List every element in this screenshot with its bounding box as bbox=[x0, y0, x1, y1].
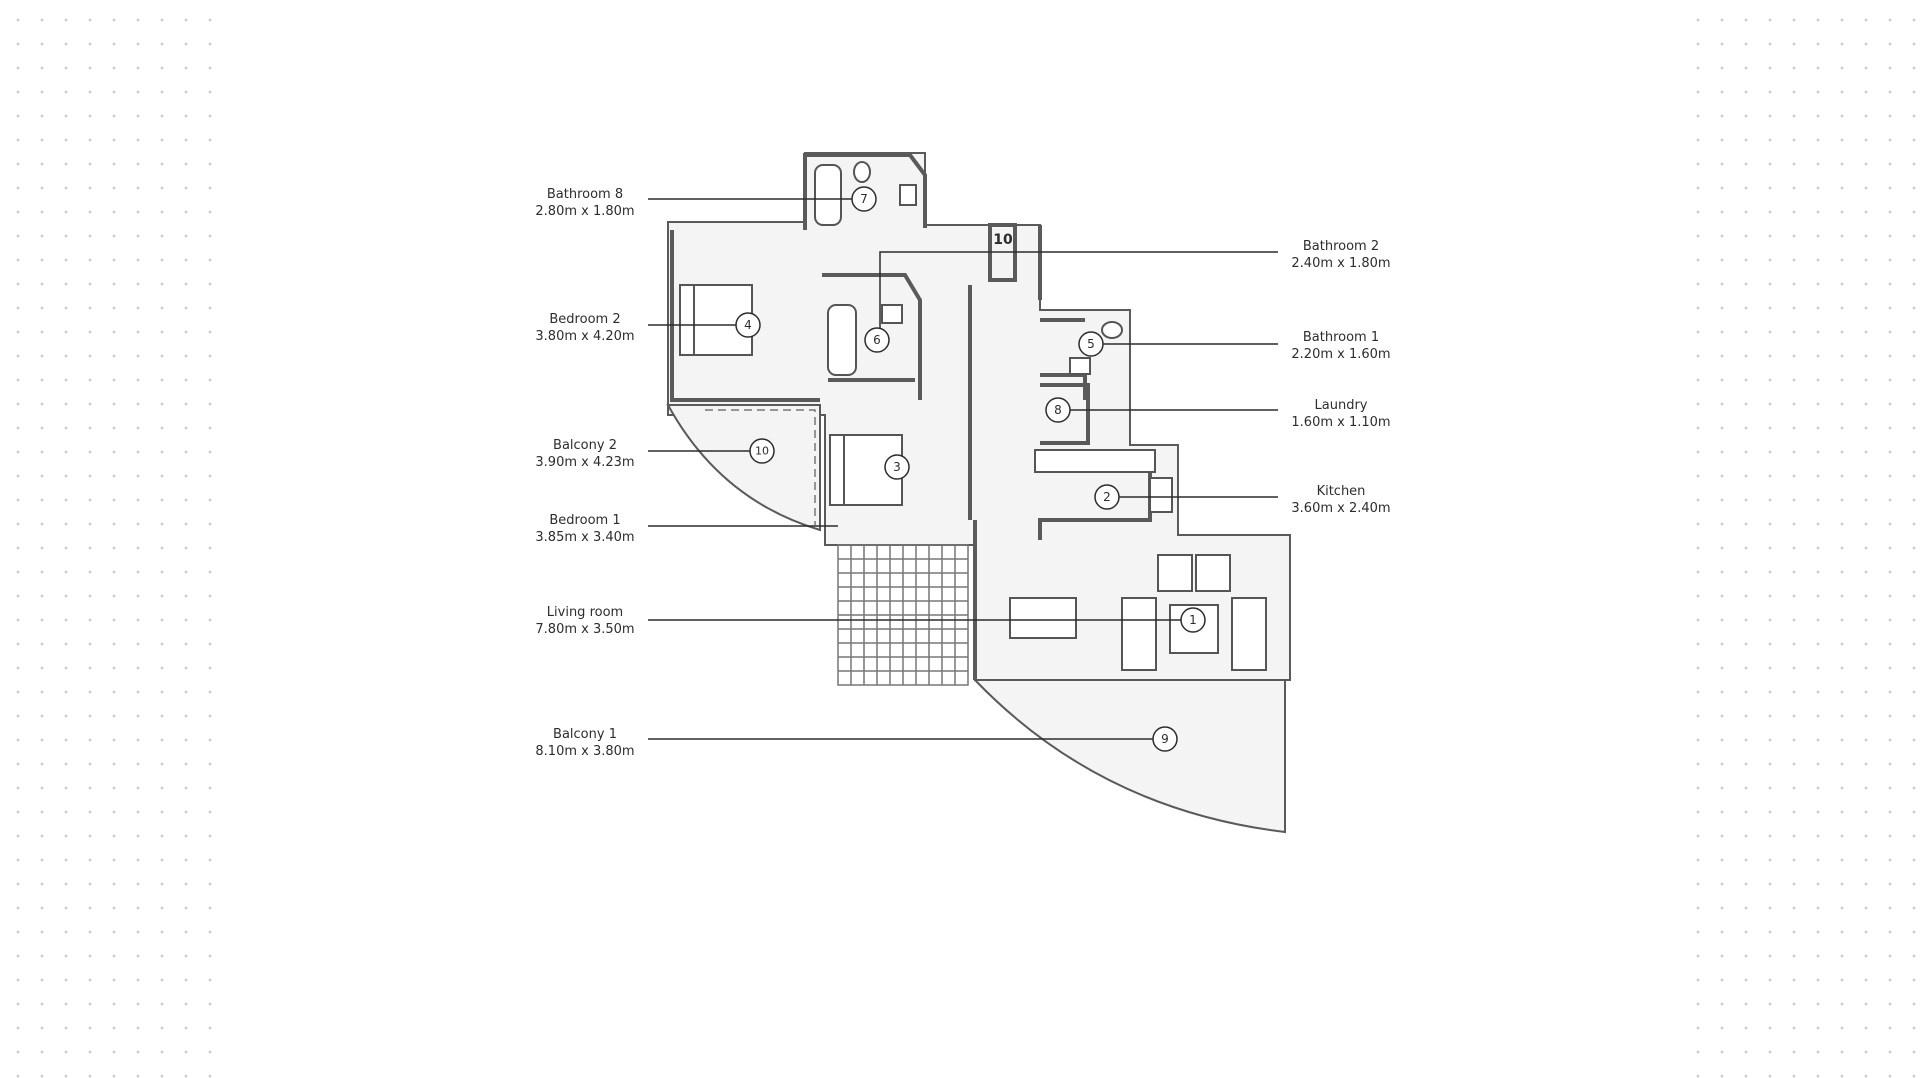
marker-circle-5 bbox=[1078, 331, 1104, 357]
label-balc2: Balcony 2 3.90m x 4.23m bbox=[535, 438, 635, 470]
balcony-1-shape bbox=[972, 679, 1286, 834]
marker-circle-7 bbox=[851, 186, 877, 212]
balcony-2-shape bbox=[666, 404, 821, 532]
marker-7: 7 bbox=[860, 192, 868, 206]
armchair-1 bbox=[1157, 554, 1193, 592]
marker-10: 10 bbox=[755, 445, 769, 458]
sofa-left bbox=[1121, 597, 1157, 671]
marker-circle-1 bbox=[1180, 607, 1206, 633]
marker-8: 8 bbox=[1054, 403, 1062, 417]
marker-2: 2 bbox=[1103, 490, 1111, 504]
sink-bath1 bbox=[1069, 357, 1091, 375]
marker-9: 9 bbox=[1161, 732, 1169, 746]
closet-marker: 10 bbox=[993, 232, 1013, 248]
label-laundry: Laundry 1.60m x 1.10m bbox=[1291, 398, 1391, 430]
marker-4: 4 bbox=[744, 318, 752, 332]
wall-laundry bbox=[1040, 383, 1090, 445]
bathtub-bath8 bbox=[814, 164, 842, 226]
marker-6: 6 bbox=[873, 333, 881, 347]
label-bath8: Bathroom 8 2.80m x 1.80m bbox=[535, 187, 635, 219]
wall-bath2 bbox=[822, 273, 922, 400]
armchair-2 bbox=[1195, 554, 1231, 592]
marker-3: 3 bbox=[893, 460, 901, 474]
wall-bath8 bbox=[803, 153, 927, 230]
marker-circle-9 bbox=[1152, 726, 1178, 752]
label-kitchen: Kitchen 3.60m x 2.40m bbox=[1291, 484, 1391, 516]
kitchen-counter bbox=[1034, 449, 1156, 473]
label-living: Living room 7.80m x 3.50m bbox=[535, 605, 635, 637]
label-bath1: Bathroom 1 2.20m x 1.60m bbox=[1291, 330, 1391, 362]
marker-5: 5 bbox=[1087, 337, 1095, 351]
sofa-right bbox=[1231, 597, 1267, 671]
toilet-bath8 bbox=[853, 161, 871, 183]
bathtub-bath2 bbox=[827, 304, 857, 376]
balcony-2-dashed bbox=[705, 409, 816, 525]
marker-circle-4 bbox=[735, 312, 761, 338]
label-bed1: Bedroom 1 3.85m x 3.40m bbox=[535, 513, 635, 545]
label-bed2: Bedroom 2 3.80m x 4.20m bbox=[535, 312, 635, 344]
marker-1: 1 bbox=[1189, 613, 1197, 627]
leader-bath2 bbox=[879, 251, 1278, 340]
marker-circle-8 bbox=[1045, 397, 1071, 423]
sink-bath2 bbox=[881, 304, 903, 324]
sink-bath8 bbox=[899, 184, 917, 206]
marker-circle-6 bbox=[864, 327, 890, 353]
dining-table bbox=[1009, 597, 1077, 639]
label-bath2: Bathroom 2 2.40m x 1.80m bbox=[1291, 239, 1391, 271]
tiled-floor bbox=[837, 544, 969, 686]
bed-1-headboard bbox=[829, 434, 845, 506]
toilet-bath1 bbox=[1101, 321, 1123, 339]
marker-circle-2 bbox=[1094, 484, 1120, 510]
marker-circle-3 bbox=[884, 454, 910, 480]
marker-circle-10 bbox=[749, 438, 775, 464]
wall-closet bbox=[988, 223, 1017, 282]
label-balc1: Balcony 1 8.10m x 3.80m bbox=[535, 727, 635, 759]
kitchen-stove bbox=[1149, 477, 1173, 513]
bed-2-headboard bbox=[679, 284, 695, 356]
wall-bed2 bbox=[670, 230, 820, 402]
main-footprint-shape bbox=[667, 152, 1291, 681]
